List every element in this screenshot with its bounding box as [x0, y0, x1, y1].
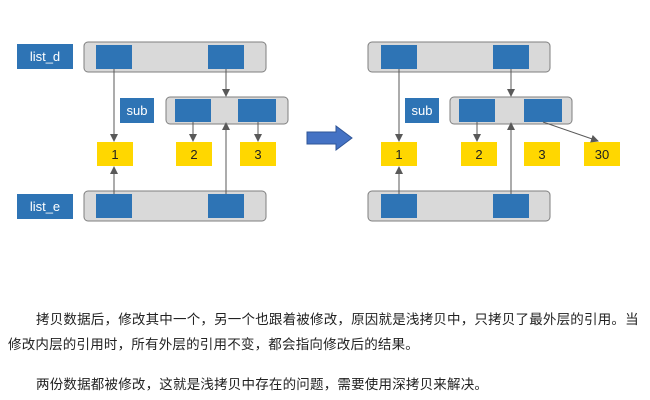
list-e-label: list_e [30, 199, 60, 214]
shallow-copy-diagram: list_d sub 1 2 3 list_e sub [17, 41, 620, 222]
right-arrow-sub1-to-30 [542, 121, 599, 143]
list-e-cell-1 [208, 194, 244, 218]
list-e-cell-0 [96, 194, 132, 218]
right-list-d-cell-0 [381, 45, 417, 69]
right-sub-cell-1 [524, 99, 562, 122]
right-value-1: 1 [395, 147, 402, 162]
list-d-cell-1 [208, 45, 244, 69]
right-value-box-1 [381, 142, 417, 166]
right-value-30: 30 [595, 147, 609, 162]
right-value-box-2 [461, 142, 497, 166]
list-e-label-box [17, 194, 73, 219]
explanation-paragraph-2: 两份数据都被修改，这就是浅拷贝中存在的问题，需要使用深拷贝来解决。 [8, 373, 644, 398]
sub-label-box [120, 98, 154, 123]
value-box-1 [97, 142, 133, 166]
value-2: 2 [190, 147, 197, 162]
value-box-3 [240, 142, 276, 166]
sub-cell-0 [175, 99, 211, 122]
explanation-text-1: 拷贝数据后，修改其中一个，另一个也跟着被修改，原因就是浅拷贝中，只拷贝了最外层的… [8, 312, 639, 353]
value-1: 1 [111, 147, 118, 162]
right-sub-label: sub [412, 103, 433, 118]
sub-cell-1 [238, 99, 276, 122]
sub-label: sub [127, 103, 148, 118]
right-list-e-cell-0 [381, 194, 417, 218]
list-d-label-box [17, 44, 73, 69]
list-d-cell-0 [96, 45, 132, 69]
right-list-e-cell-1 [493, 194, 529, 218]
right-value-2: 2 [475, 147, 482, 162]
explanation-paragraph-1: 拷贝数据后，修改其中一个，另一个也跟着被修改，原因就是浅拷贝中，只拷贝了最外层的… [8, 308, 644, 358]
right-value-3: 3 [538, 147, 545, 162]
explanation-text-2: 两份数据都被修改，这就是浅拷贝中存在的问题，需要使用深拷贝来解决。 [36, 377, 489, 393]
right-sub-label-box [405, 98, 439, 123]
value-box-2 [176, 142, 212, 166]
list-d-label: list_d [30, 49, 60, 64]
right-sub-cell-0 [459, 99, 495, 122]
right-value-box-3 [524, 142, 560, 166]
right-value-box-30 [584, 142, 620, 166]
sub-cell-2 [211, 99, 238, 122]
right-list-d-cell-1 [493, 45, 529, 69]
value-3: 3 [254, 147, 261, 162]
transition-arrow [306, 125, 353, 151]
